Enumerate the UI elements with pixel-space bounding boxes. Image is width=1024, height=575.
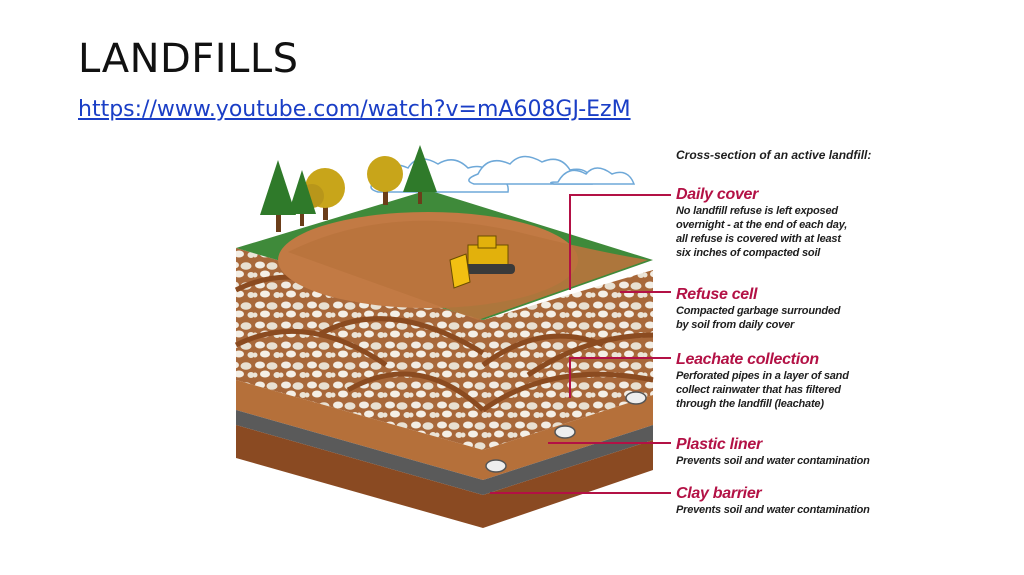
label-daily-cover-desc: No landfill refuse is left exposed overn… [676,205,848,259]
right-face [483,270,653,528]
label-leachate-collection-desc: Perforated pipes in a layer of sand coll… [676,370,849,410]
label-plastic-liner-name: Plastic liner [676,436,762,453]
refuse-cell-arcs [234,274,654,413]
label-leachate-collection: Leachate collection Perforated pipes in … [676,351,849,411]
slide-title: LANDFILLS [78,36,299,82]
label-daily-cover-name: Daily cover [676,186,759,203]
label-clay-barrier: Clay barrier Prevents soil and water con… [676,485,870,517]
leachate-pipes [485,391,647,473]
leader-lines [490,194,671,494]
diagram-caption: Cross-section of an active landfill: [676,148,872,162]
landfill-illustration [234,145,671,528]
clouds [370,155,636,193]
youtube-link[interactable]: https://www.youtube.com/watch?v=mA608GJ-… [78,97,631,122]
top-surface [236,190,653,320]
label-plastic-liner-desc: Prevents soil and water contamination [676,455,870,467]
label-leachate-collection-name: Leachate collection [676,351,819,368]
label-daily-cover: Daily cover No landfill refuse is left e… [676,186,847,260]
label-refuse-cell: Refuse cell Compacted garbage surrounded… [676,286,841,332]
trees [260,145,437,232]
landfill-cross-section-diagram [228,140,888,540]
label-clay-barrier-desc: Prevents soil and water contamination [676,504,870,516]
label-refuse-cell-desc: Compacted garbage surrounded by soil fro… [676,305,841,331]
label-refuse-cell-name: Refuse cell [676,286,758,303]
label-clay-barrier-name: Clay barrier [676,485,762,502]
bulldozer-icon [449,235,515,289]
label-plastic-liner: Plastic liner Prevents soil and water co… [676,436,870,468]
